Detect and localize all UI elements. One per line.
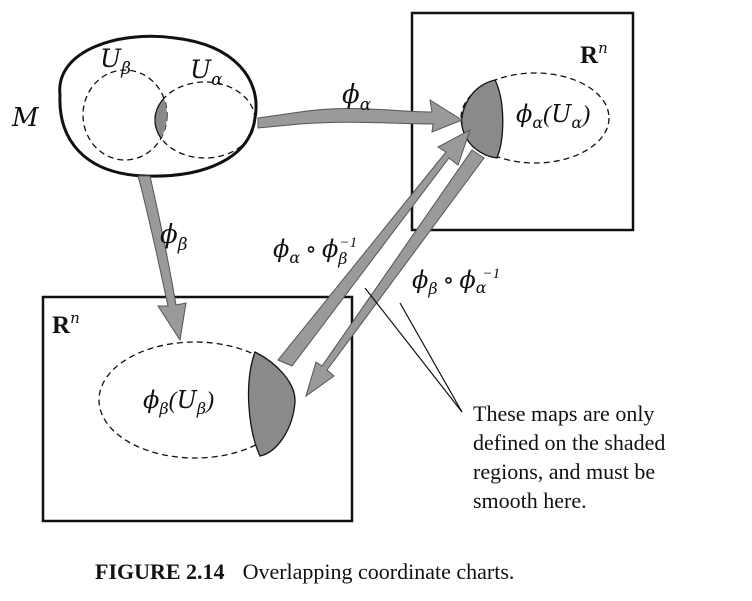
figure-title: Overlapping coordinate charts. [243, 559, 515, 584]
transition-alpha-beta-arrow [277, 128, 471, 367]
manifold-label: M [11, 103, 40, 133]
transition-alpha-beta-label: ϕα∘ϕβ−1 [273, 235, 357, 268]
image-alpha-shaded [461, 79, 504, 159]
U-beta-label: Uβ [100, 44, 131, 79]
note-line-2: defined on the shaded [473, 430, 665, 455]
transition-beta-alpha-arrow [305, 149, 485, 398]
rn-label-bottom: Rn [52, 309, 80, 339]
image-beta-label: ϕβ(Uβ) [143, 386, 214, 418]
U-alpha-region [154, 81, 256, 159]
phi-alpha-arrow [257, 98, 464, 133]
rn-box-bottom [41, 295, 354, 523]
note-pointer-line-1 [364, 287, 463, 413]
note-line-3: regions, and must be [473, 459, 655, 484]
figure-caption: FIGURE 2.14 Overlapping coordinate charts… [95, 559, 514, 584]
note-pointer-line-2 [399, 302, 463, 413]
note-line-4: smooth here. [473, 488, 587, 513]
figure-number: FIGURE 2.14 [95, 559, 225, 584]
rn-label-top: Rn [580, 39, 608, 69]
U-alpha-label: Uα [190, 55, 223, 90]
phi-alpha-label: ϕα [342, 80, 372, 115]
overlap-shaded-region [154, 81, 167, 159]
U-beta-region [82, 69, 168, 161]
transition-beta-alpha-label: ϕβ∘ϕα−1 [412, 266, 500, 298]
image-alpha-region [460, 72, 610, 164]
note-line-1: These maps are only [473, 401, 654, 426]
image-beta-shaded [247, 351, 296, 457]
phi-beta-arrow [137, 175, 187, 342]
phi-beta-label: ϕβ [160, 220, 188, 255]
image-alpha-label: ϕα(Uα) [516, 100, 590, 132]
